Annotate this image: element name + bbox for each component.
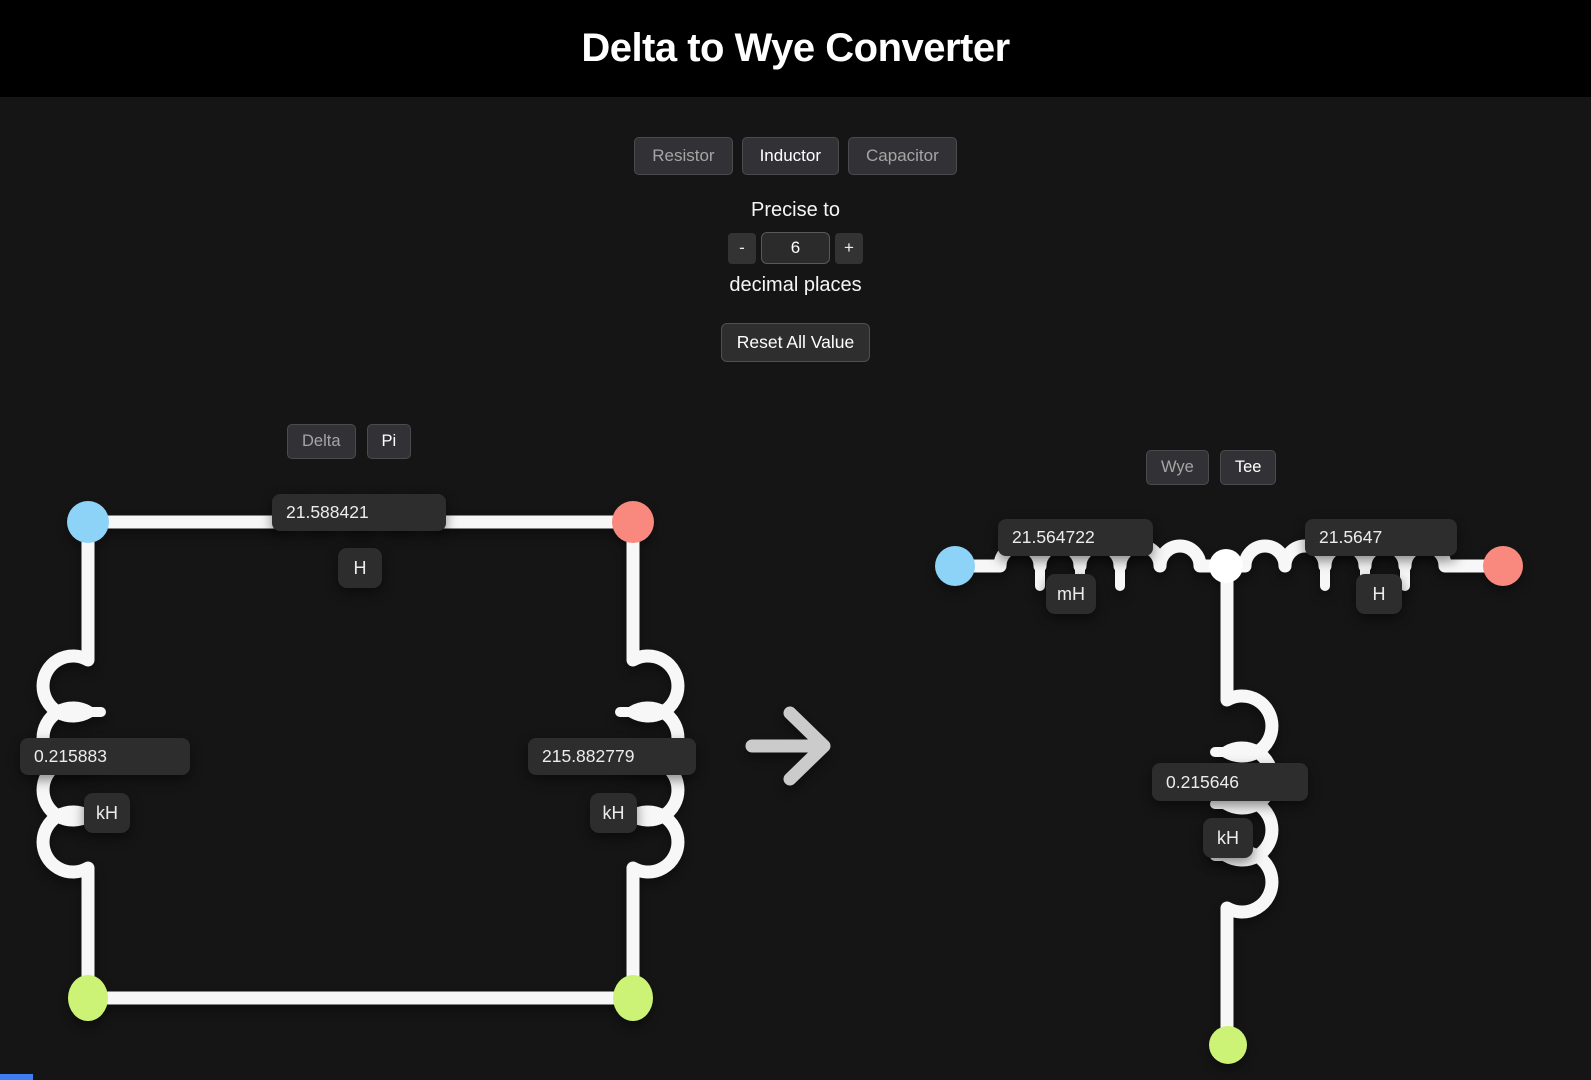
tab-resistor[interactable]: Resistor [634,137,733,175]
pi-node-top-left-blue [67,501,109,543]
tab-capacitor[interactable]: Capacitor [848,137,957,175]
conversion-arrow-icon [745,706,831,786]
tee-node-left-blue [935,546,975,586]
tee-bottom-unit-button[interactable]: kH [1203,818,1253,858]
wye-tee-toggle: Wye Tee [1146,450,1277,485]
top-controls: Resistor Inductor Capacitor Precise to -… [0,97,1591,362]
tee-bottom-inductor-wire [1220,559,1279,1052]
precision-value-input[interactable] [761,232,830,264]
tee-node-right-red [1483,546,1523,586]
pi-top-unit-button[interactable]: H [338,548,382,588]
precision-suffix-label: decimal places [729,274,862,296]
tee-bottom-value-input[interactable] [1152,763,1308,801]
tab-pi[interactable]: Pi [366,424,412,459]
pi-left-unit-button[interactable]: kH [84,793,130,833]
pi-right-value-input[interactable] [528,738,696,775]
delta-pi-toggle: Delta Pi [287,424,412,459]
precision-title: Precise to [751,199,840,221]
tab-inductor[interactable]: Inductor [741,137,840,175]
tee-node-bottom-green [1209,1026,1247,1064]
tee-right-unit-button[interactable]: H [1356,574,1402,614]
pi-top-value-input[interactable] [272,494,446,531]
tab-delta[interactable]: Delta [287,424,356,459]
tee-left-value-input[interactable] [998,519,1153,556]
component-type-tabs: Resistor Inductor Capacitor [634,137,957,175]
page-title: Delta to Wye Converter [581,26,1010,70]
reset-all-button[interactable]: Reset All Value [720,323,871,362]
header-bar: Delta to Wye Converter [0,0,1591,97]
pi-left-value-input[interactable] [20,738,190,775]
pi-node-bottom-right-green [613,975,653,1021]
pi-right-unit-button[interactable]: kH [590,793,637,833]
precision-stepper: - + [728,232,863,264]
pi-node-bottom-left-green [68,975,108,1021]
tab-tee[interactable]: Tee [1219,450,1277,485]
bottom-left-blue-artifact [0,1074,33,1080]
tee-left-unit-button[interactable]: mH [1046,574,1096,614]
tee-right-value-input[interactable] [1305,519,1457,556]
pi-node-top-right-red [612,501,654,543]
tee-node-center-junction [1209,549,1243,583]
precision-increment-button[interactable]: + [835,232,863,264]
tab-wye[interactable]: Wye [1146,450,1209,485]
precision-decrement-button[interactable]: - [728,232,756,264]
